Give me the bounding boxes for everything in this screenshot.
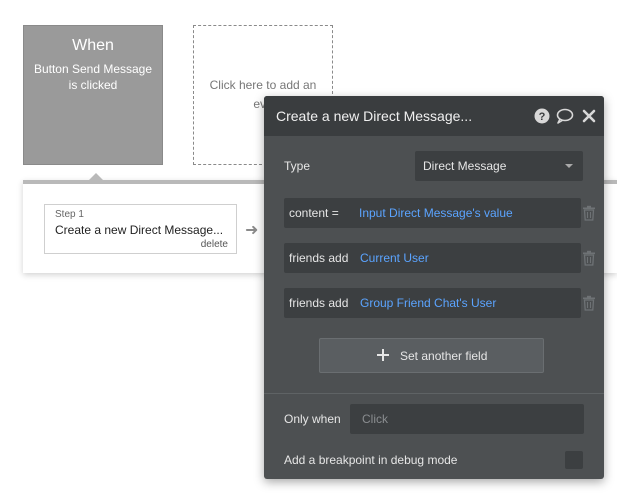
- add-event-text-line1: Click here to add an: [209, 78, 317, 92]
- trash-icon[interactable]: [582, 250, 596, 266]
- event-pointer-caret: [89, 173, 103, 180]
- set-another-field-button[interactable]: Set another field: [319, 338, 544, 373]
- field-dynamic-value[interactable]: Input Direct Message's value: [359, 206, 513, 220]
- svg-text:?: ?: [539, 111, 546, 123]
- trash-icon[interactable]: [582, 295, 596, 311]
- panel-title: Create a new Direct Message...: [276, 108, 473, 124]
- section-divider: [264, 393, 604, 394]
- event-description: Button Send Message is clicked: [33, 62, 153, 92]
- field-row-friends[interactable]: friends add Group Friend Chat's User: [284, 288, 581, 318]
- event-title: When: [72, 37, 114, 54]
- arrow-right-icon: ➜: [245, 222, 259, 239]
- type-label: Type: [284, 159, 311, 173]
- only-when-input[interactable]: [350, 404, 584, 434]
- help-icon[interactable]: ?: [534, 108, 550, 124]
- chevron-down-icon: [565, 164, 573, 168]
- set-another-field-label: Set another field: [400, 349, 488, 363]
- step-card[interactable]: Step 1 Create a new Direct Message... de…: [44, 204, 237, 254]
- only-when-label: Only when: [284, 412, 341, 426]
- comment-icon[interactable]: [556, 108, 574, 124]
- field-key: content =: [289, 206, 339, 220]
- plus-icon: [376, 348, 390, 362]
- event-card[interactable]: When Button Send Message is clicked: [23, 25, 163, 165]
- step-title: Create a new Direct Message...: [55, 223, 224, 237]
- panel-header[interactable]: Create a new Direct Message... ?: [264, 96, 604, 136]
- type-dropdown[interactable]: Direct Message: [415, 151, 583, 181]
- field-row-friends[interactable]: friends add Current User: [284, 243, 581, 273]
- debug-breakpoint-label: Add a breakpoint in debug mode: [284, 453, 458, 467]
- field-dynamic-value[interactable]: Group Friend Chat's User: [360, 296, 497, 310]
- field-dynamic-value[interactable]: Current User: [360, 251, 429, 265]
- action-property-editor: Create a new Direct Message... ? Type Di…: [264, 96, 604, 479]
- step-delete-link[interactable]: delete: [200, 239, 228, 250]
- step-number: Step 1: [55, 209, 84, 220]
- field-key: friends add: [289, 296, 349, 310]
- close-icon[interactable]: [582, 108, 598, 124]
- field-row-content[interactable]: content = Input Direct Message's value: [284, 198, 581, 228]
- field-key: friends add: [289, 251, 349, 265]
- type-dropdown-value: Direct Message: [423, 159, 507, 173]
- trash-icon[interactable]: [582, 205, 596, 221]
- debug-breakpoint-checkbox[interactable]: [565, 451, 583, 469]
